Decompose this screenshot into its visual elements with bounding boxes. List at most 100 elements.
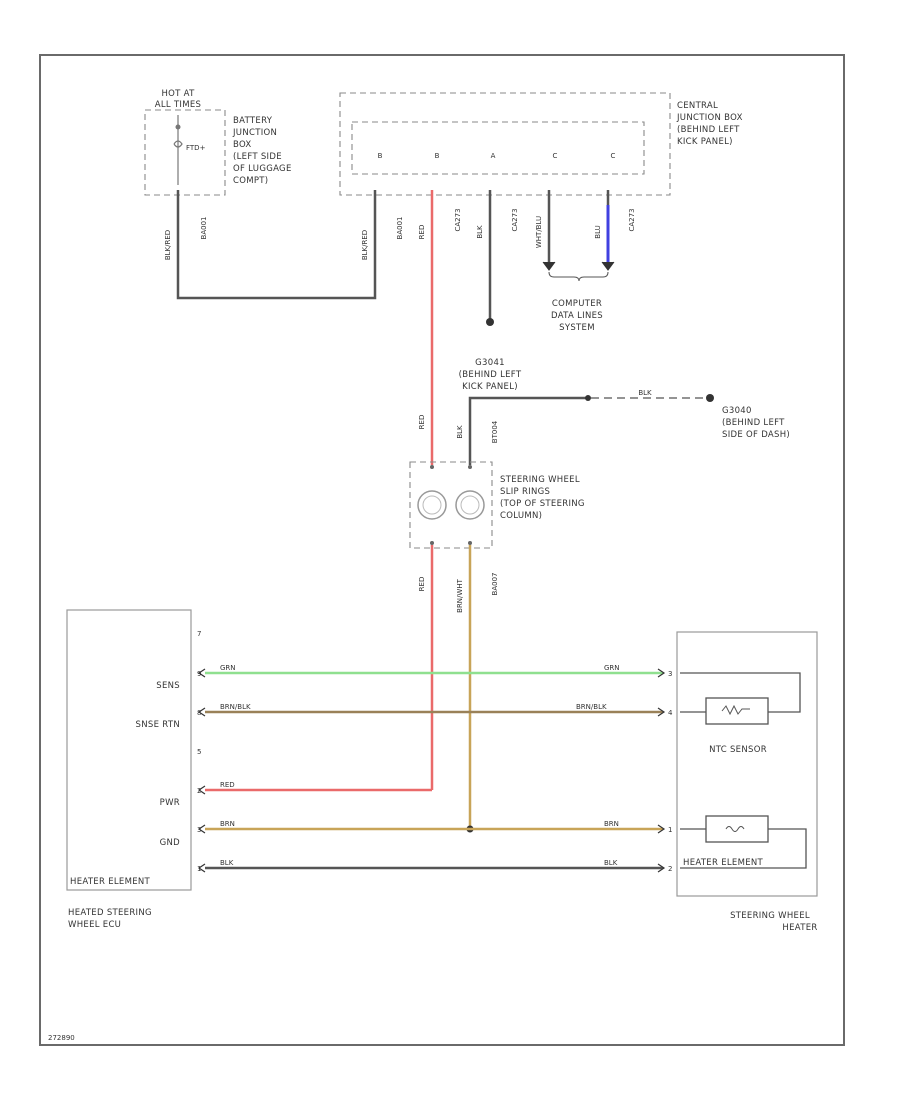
diagram-frame [39,54,845,1046]
slip-ring-outline [409,461,493,549]
harness-wires: GRN GRN BRN/BLK BRN/BLK RED BRN BRN BLK … [197,664,666,873]
fuse-icon [173,140,183,148]
svg-text:(BEHIND LEFT: (BEHIND LEFT [677,125,740,135]
cjb-wire-5-circuit: CA273 [628,208,636,231]
cjb-wire-3-circuit: CA273 [511,208,519,231]
svg-text:G3040: G3040 [722,406,752,416]
svg-text:STEERING WHEEL: STEERING WHEEL [500,475,580,485]
ntc-loop [680,672,801,713]
svg-text:SIDE OF DASH): SIDE OF DASH) [722,430,790,440]
slip-out-red-color: RED [418,577,426,592]
slip-blk-color: BLK [456,425,464,439]
ecu-label-1: HEATED STEERING [68,908,152,918]
ecu-pin-label-pwr: PWR [160,798,180,808]
black-right-label: BLK [604,859,618,867]
svg-text:KICK PANEL): KICK PANEL) [677,137,733,147]
cjb-black-wire: BLK CA273 [476,190,519,326]
svg-text:DATA LINES: DATA LINES [551,311,603,321]
slip-ring-label: STEERING WHEEL SLIP RINGS (TOP OF STEERI… [500,475,585,521]
central-jb-outline [339,92,671,196]
slip-out-brn-circuit: BA007 [491,573,499,596]
svg-text:SYSTEM: SYSTEM [559,323,595,333]
ecu-pin-label-sens: SENS [156,681,180,691]
steering-wheel-heater: 3 4 1 2 NTC SENSOR HEATER ELEMENT STEERI… [668,631,818,933]
heater-label-1: STEERING WHEEL [730,911,810,921]
svg-text:BATTERY: BATTERY [233,116,273,126]
svg-text:BOX: BOX [233,140,252,150]
heater-label-2: HEATER [782,923,817,933]
cjb-wire-2-circuit: CA273 [454,208,462,231]
cjb-pin-4: C [553,152,558,160]
diagram-code: 272890 [48,1034,75,1042]
slip-brown-wire: BRN/WHT BA007 [456,545,499,833]
cjb-pin-5: C [611,152,616,160]
svg-text:(LEFT SIDE: (LEFT SIDE [233,152,282,162]
ground-kick-panel-label: G3041 (BEHIND LEFT KICK PANEL) [459,358,522,392]
slip-blk-circuit: BT004 [491,420,499,443]
hot-at-label-2: ALL TIMES [155,100,202,110]
cjb-wire-2-color: RED [418,225,426,240]
fuse-node [175,124,181,130]
heated-steering-wheel-ecu: 7 9 SENS 8 SNSE RTN 5 2 PWR 3 GND 1 HEAT… [66,609,201,930]
svg-text:KICK PANEL): KICK PANEL) [462,382,518,392]
fuse-label: FTD+ [186,144,206,152]
svg-text:CENTRAL: CENTRAL [677,101,718,111]
battery-jb-label: BATTERY JUNCTION BOX (LEFT SIDE OF LUGGA… [232,116,292,186]
svg-text:JUNCTION BOX: JUNCTION BOX [676,113,743,123]
black-left-label: BLK [220,859,234,867]
ground-wire-color: BLK [638,389,652,397]
slip-ground-wire: BLK BLK BT004 G3040 (BEHIND LEFT SIDE OF… [456,389,790,465]
slip-out-brn-color: BRN/WHT [456,578,464,612]
battery-junction-box: HOT AT ALL TIMES FTD+ BATTERY JUNCTION B… [144,89,292,196]
battery-feed-wire: BLK/RED BA001 BLK/RED BA001 [164,190,404,300]
red-left-label: RED [220,781,235,789]
svg-text:OF LUGGAGE: OF LUGGAGE [233,164,292,174]
cjb-pin-3: A [491,152,496,160]
ecu-pin-num-3: 3 [197,826,201,834]
central-junction-box: CENTRAL JUNCTION BOX (BEHIND LEFT KICK P… [339,92,743,196]
heater-loop [680,828,807,869]
svg-text:COLUMN): COLUMN) [500,511,542,521]
heater-pin-2: 2 [668,865,672,873]
brown-left-label: BRN/BLK [220,703,251,711]
central-jb-inner [351,121,645,175]
battery-wire-color: BLK/RED [164,230,172,260]
heater-element-icon [705,815,769,843]
red-power-wire: RED CA273 RED RED [205,190,462,792]
battery-jb-outline [144,109,226,196]
cjb-wire-1-color: BLK/RED [361,230,369,260]
svg-text:SLIP RINGS: SLIP RINGS [500,487,550,497]
cjb-pin-2: B [435,152,440,160]
heater-element-label: HEATER ELEMENT [683,858,764,868]
svg-text:JUNCTION: JUNCTION [232,128,277,138]
battery-wire-circuit: BA001 [200,217,208,240]
svg-text:(TOP OF STEERING: (TOP OF STEERING [500,499,585,509]
slip-red-color: RED [418,415,426,430]
ecu-pin-label-gnd: GND [160,838,181,848]
cjb-wire-1-circuit: BA001 [396,217,404,240]
ecu-pin-label-snse-rtn: SNSE RTN [136,720,180,730]
cjb-wire-4-color: WHT/BLU [535,216,543,248]
green-left-label: GRN [220,664,236,672]
slip-ring-left-icon [417,490,447,520]
ecu-outline [66,609,192,891]
svg-text:G3041: G3041 [475,358,505,368]
heater-pin-3: 3 [668,670,672,678]
tan-right-label: BRN [604,820,619,828]
cjb-wire-3-color: BLK [476,225,484,239]
cjb-pin-1: B [378,152,383,160]
central-jb-label: CENTRAL JUNCTION BOX (BEHIND LEFT KICK P… [676,101,743,147]
ntc-sensor-icon [705,697,769,725]
computer-data-label: COMPUTER DATA LINES SYSTEM [551,299,603,333]
svg-text:COMPT): COMPT) [233,176,268,186]
ground-dash-label: G3040 (BEHIND LEFT SIDE OF DASH) [722,406,790,440]
heater-pin-1: 1 [668,826,672,834]
slip-ring-right-icon [455,490,485,520]
ecu-inner-label: HEATER ELEMENT [70,877,151,887]
heater-outline [676,631,818,897]
ecu-pin-num-7: 7 [197,630,201,638]
ecu-pin-num-9: 9 [197,670,201,678]
ecu-pin-num-1: 1 [197,865,201,873]
green-right-label: GRN [604,664,620,672]
